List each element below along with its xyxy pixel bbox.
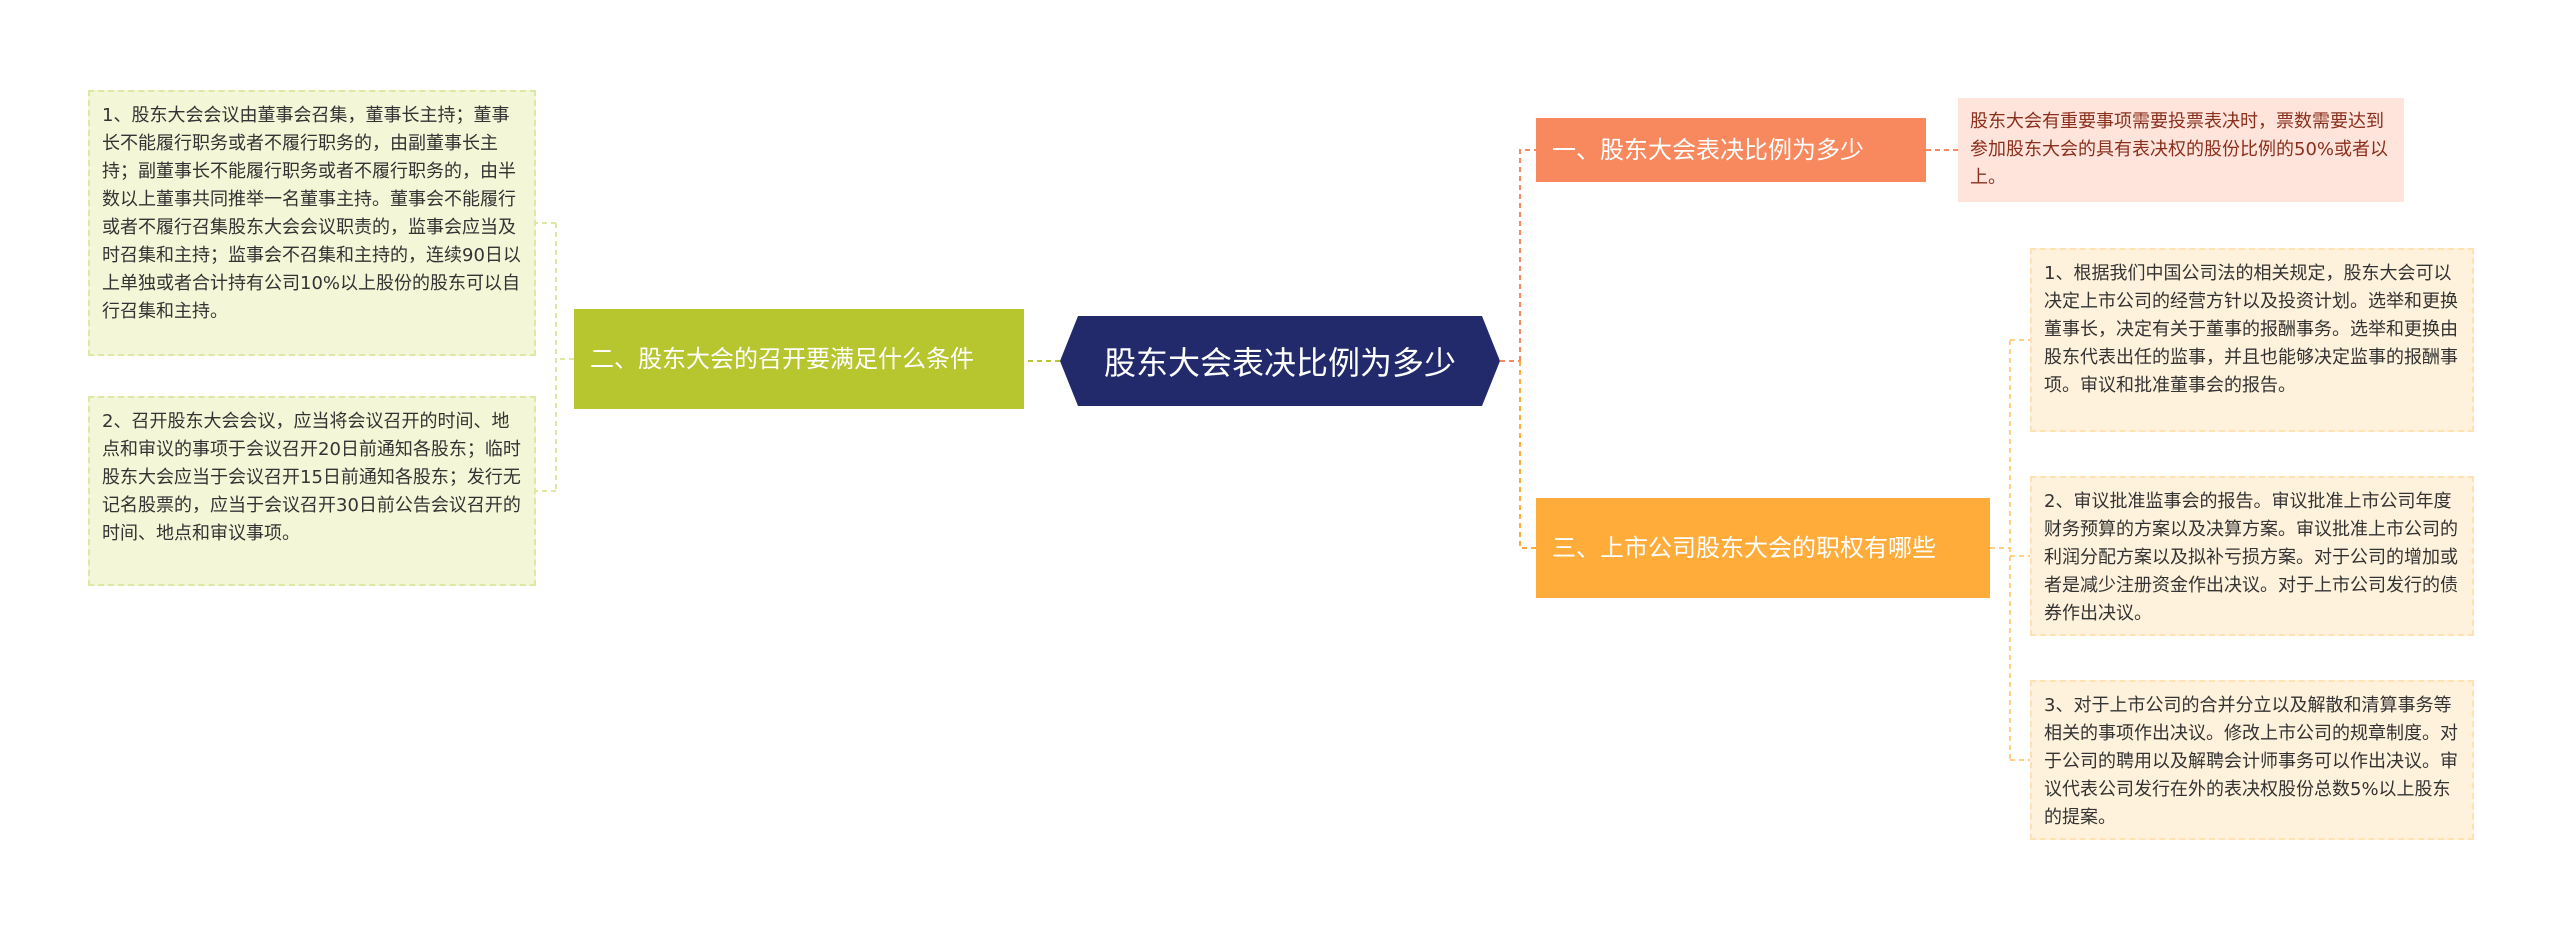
branch-topic-3-label: 三、上市公司股东大会的职权有哪些 <box>1552 533 1936 562</box>
branch-topic-2-label: 二、股东大会的召开要满足什么条件 <box>590 344 974 373</box>
branch-2-leaf-2[interactable]: 2、召开股东大会会议，应当将会议召开的时间、地点和审议的事项于会议召开20日前通… <box>88 396 536 586</box>
branch-topic-1-label: 一、股东大会表决比例为多少 <box>1552 135 1864 164</box>
branch-topic-1[interactable]: 一、股东大会表决比例为多少 <box>1536 118 1926 182</box>
branch-1-leaf-1[interactable]: 股东大会有重要事项需要投票表决时，票数需要达到参加股东大会的具有表决权的股份比例… <box>1958 98 2404 202</box>
branch-3-leaf-2[interactable]: 2、审议批准监事会的报告。审议批准上市公司年度财务预算的方案以及决算方案。审议批… <box>2030 476 2474 636</box>
branch-2-leaf-1[interactable]: 1、股东大会会议由董事会召集，董事长主持；董事长不能履行职务或者不履行职务的，由… <box>88 90 536 356</box>
branch-3-leaf-3[interactable]: 3、对于上市公司的合并分立以及解散和清算事务等相关的事项作出决议。修改上市公司的… <box>2030 680 2474 840</box>
branch2-to-leaves-line <box>536 222 574 492</box>
branch3-to-leaves-line <box>1990 339 2030 761</box>
root-topic-label: 股东大会表决比例为多少 <box>1103 344 1456 382</box>
branch-3-leaf-1[interactable]: 1、根据我们中国公司法的相关规定，股东大会可以决定上市公司的经营方针以及投资计划… <box>2030 248 2474 432</box>
root-to-branch1-line <box>1500 149 1536 362</box>
root-to-branch3-line <box>1519 361 1536 549</box>
branch-topic-3[interactable]: 三、上市公司股东大会的职权有哪些 <box>1536 498 1990 598</box>
root-topic[interactable]: 股东大会表决比例为多少 <box>1060 316 1500 406</box>
branch-topic-2[interactable]: 二、股东大会的召开要满足什么条件 <box>574 309 1024 409</box>
